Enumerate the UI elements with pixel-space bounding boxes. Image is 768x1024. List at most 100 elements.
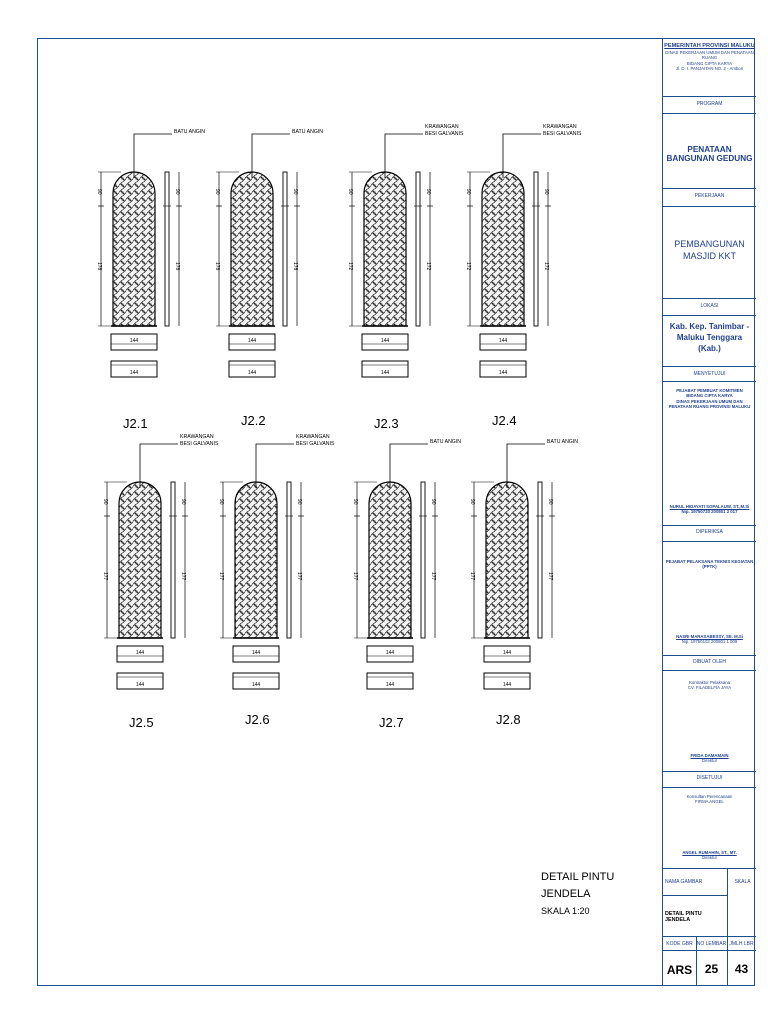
window-arch-lattice <box>234 481 278 639</box>
plan-view-value: 144 <box>386 682 395 688</box>
dim-top-value-right: 90 <box>292 189 298 195</box>
dim-top-value-right: 90 <box>430 499 436 505</box>
plan-view-box <box>228 360 276 378</box>
disetujui-role: Direktur <box>701 855 718 861</box>
agency-header: PEMERINTAH PROVINSI MALUKU DINAS PEKERJA… <box>663 43 756 72</box>
diperiksa-label: DIPERIKSA <box>696 529 723 535</box>
callout-text: KRAWANGAN <box>180 434 214 440</box>
kode-value: ARS <box>666 963 693 977</box>
window-label: J2.3 <box>374 416 399 431</box>
window-label: J2.1 <box>123 416 148 431</box>
callout-text: BESI GALVANIS <box>543 131 582 137</box>
callout-leader <box>506 443 545 488</box>
dim-main-value-right: 172 <box>543 262 549 271</box>
callout-leader <box>502 133 541 178</box>
dim-top-value: 90 <box>218 499 224 505</box>
dibuat-org-line1: Kontraktor Pelaksana <box>688 680 731 685</box>
width-dim-box <box>366 645 414 663</box>
dim-top-value-right: 90 <box>543 189 549 195</box>
plan-view-value: 144 <box>252 682 261 688</box>
menyetujui-org-line1: PEJABAT PEMBUAT KOMITMEN <box>676 388 743 393</box>
width-dim-value: 144 <box>248 338 257 344</box>
disetujui-org-line2: FIRMA ANGEL <box>695 799 724 805</box>
plan-view-value: 144 <box>499 370 508 376</box>
disetujui-signatory: ANGEL RUMAHIN, ST., MT. Direktur <box>663 850 756 861</box>
dim-main-value: 172 <box>465 262 471 271</box>
plan-view-value: 144 <box>136 682 145 688</box>
window-side-section <box>170 481 176 639</box>
width-dim-box <box>479 333 527 351</box>
dim-main-value: 177 <box>352 572 358 581</box>
diperiksa-signatory: NASRI MARASABESSY, SE. M.Si Nip. 1975010… <box>663 634 756 645</box>
dim-top-value: 90 <box>347 189 353 195</box>
window-arch-lattice <box>368 481 412 639</box>
callout-text: BESI GALVANIS <box>296 441 335 447</box>
jml-lbr-value: 43 <box>734 962 749 976</box>
window-label: J2.2 <box>241 413 266 428</box>
nama-gambar-label: NAMA GAMBAR <box>665 879 703 885</box>
disetujui-org: Konsultan Perencanaan FIRMA ANGEL <box>663 794 756 805</box>
diperiksa-org-line2: (PPTK) <box>702 564 717 570</box>
callout-text: BATU ANGIN <box>547 439 578 445</box>
dim-top-value: 90 <box>214 189 220 195</box>
dim-main-value-right: 177 <box>547 572 553 581</box>
width-dim-box <box>483 645 531 663</box>
plan-view-box <box>479 360 527 378</box>
window-label: J2.4 <box>492 413 517 428</box>
menyetujui-org-line2: BIDANG CIPTA KARYA <box>686 393 733 399</box>
callout-leader <box>251 133 290 178</box>
callout-text: KRAWANGAN <box>543 124 577 130</box>
menyetujui-nip: Nip. 19750720 200801 2 017 <box>681 509 738 515</box>
agency-line2: DINAS PEKERJAAN UMUM DAN PENATAAN RUANG <box>665 50 754 61</box>
dim-top-value: 90 <box>102 499 108 505</box>
no-lembar-value: 25 <box>704 962 719 976</box>
jml-lbr-label: JMLH LBR <box>729 941 754 947</box>
width-dim-value: 144 <box>381 338 390 344</box>
window-arch-lattice <box>481 171 525 327</box>
menyetujui-signatory: NURUL HIDAYATI SOPALAUW, ST.,M.Si Nip. 1… <box>663 504 756 515</box>
dim-main-value: 172 <box>347 262 353 271</box>
dibuat-name: FRIDA DAMAMAIN <box>690 753 729 758</box>
program-label: PROGRAM <box>696 101 723 107</box>
window-arch-lattice <box>363 171 407 327</box>
dim-main-value: 178 <box>214 262 220 271</box>
dim-main-value-right: 177 <box>296 572 302 581</box>
window-arch-lattice <box>230 171 274 327</box>
callout-text: BATU ANGIN <box>174 129 205 135</box>
callout-text: BATU ANGIN <box>292 129 323 135</box>
diperiksa-nip: Nip. 19750102 200801 1 009 <box>681 639 738 645</box>
drawing-sheet-border <box>37 38 755 986</box>
window-label: J2.7 <box>379 715 404 730</box>
no-lembar-label: NO LEMBAR <box>696 941 727 947</box>
callout-leader <box>389 443 428 488</box>
callout-text: KRAWANGAN <box>296 434 330 440</box>
lokasi-value: Kab. Kep. Tanimbar - Maluku Tenggara (Ka… <box>669 322 750 353</box>
plan-view-value: 144 <box>503 682 512 688</box>
window-arch-lattice <box>485 481 529 639</box>
plan-view-value: 144 <box>130 370 139 376</box>
plan-view-box <box>232 672 280 690</box>
dim-top-value: 90 <box>352 499 358 505</box>
menyetujui-name: NURUL HIDAYATI SOPALAUW, ST.,M.Si <box>669 504 750 509</box>
drawing-title-line1: DETAIL PINTU <box>541 871 614 883</box>
plan-view-value: 144 <box>248 370 257 376</box>
menyetujui-org: PEJABAT PEMBUAT KOMITMEN BIDANG CIPTA KA… <box>663 388 756 410</box>
skala-label: SKALA <box>734 879 751 885</box>
drawing-title: DETAIL PINTU JENDELA SKALA 1:20 <box>541 871 614 916</box>
menyetujui-org-line4: PENATAAN RUANG PROVINSI MALUKU <box>668 404 751 410</box>
width-dim-box <box>116 645 164 663</box>
width-dim-box <box>110 333 158 351</box>
menyetujui-label: MENYETUJUI <box>693 371 726 377</box>
plan-view-box <box>366 672 414 690</box>
plan-view-box <box>116 672 164 690</box>
dim-main-value-right: 177 <box>430 572 436 581</box>
plan-view-value: 144 <box>381 370 390 376</box>
nama-gambar-value: DETAIL PINTU JENDELA <box>665 911 702 923</box>
plan-view-box <box>110 360 158 378</box>
pekerjaan-label: PEKERJAAN <box>694 193 725 199</box>
